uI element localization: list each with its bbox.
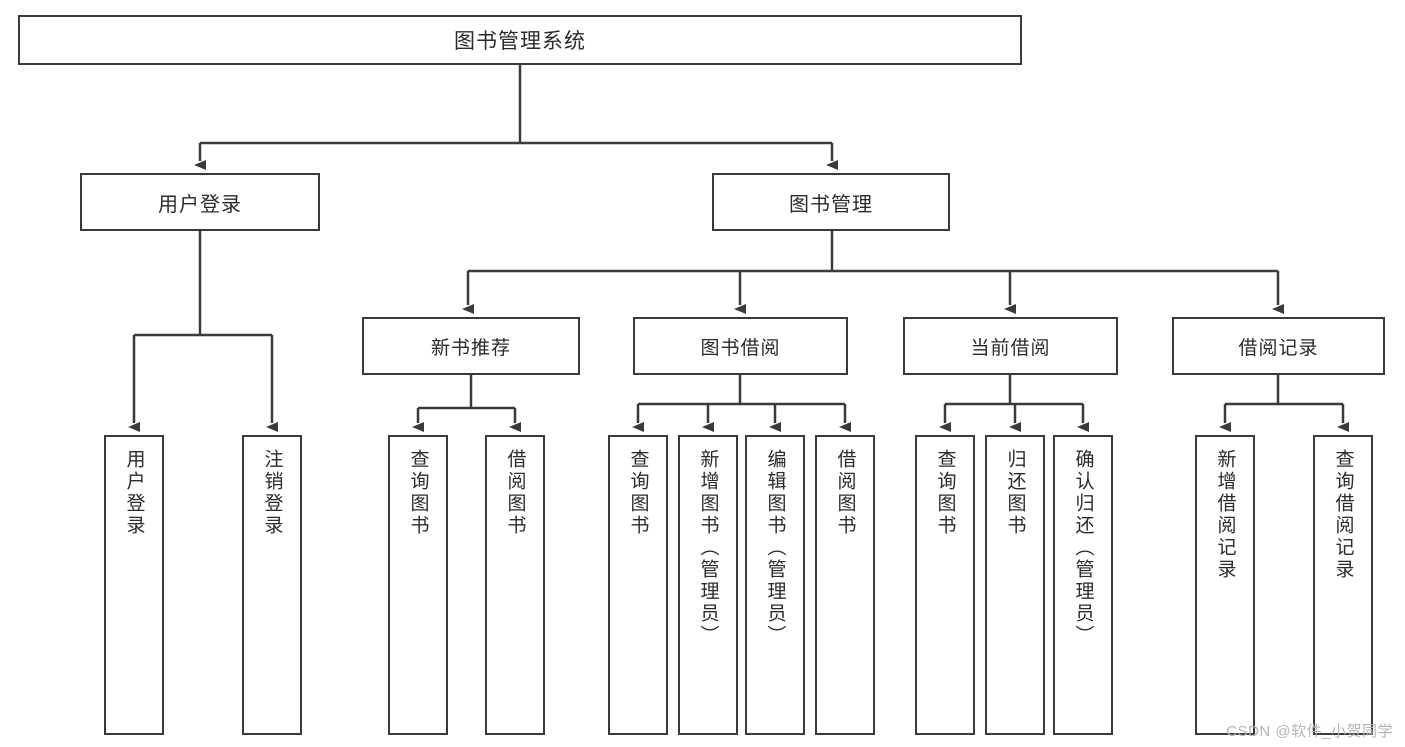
leaf-node[interactable]: 查询图书 [608,435,668,735]
node-book-borrow-label: 图书借阅 [700,337,781,359]
node-borrow-records[interactable]: 借阅记录 [1172,317,1385,375]
node-root-label: 图书管理系统 [454,30,586,53]
leaf-node-label: 查询借阅记录 [1332,449,1354,581]
leaf-node[interactable]: 归还图书 [985,435,1045,735]
leaf-node[interactable]: 注销登录 [242,435,302,735]
node-user-login[interactable]: 用户登录 [80,173,320,231]
leaf-node-label: 用户登录 [123,449,145,537]
leaf-node[interactable]: 新增图书（管理员） [678,435,738,735]
node-new-book-recommend[interactable]: 新书推荐 [362,317,580,375]
node-borrow-records-label: 借阅记录 [1238,337,1319,359]
leaf-node[interactable]: 确认归还（管理员） [1053,435,1113,735]
leaf-node[interactable]: 查询图书 [915,435,975,735]
leaf-node-label: 新增借阅记录 [1214,449,1236,581]
leaf-node[interactable]: 查询图书 [388,435,448,735]
node-user-login-label: 用户登录 [158,193,242,216]
node-book-management[interactable]: 图书管理 [712,173,950,231]
leaf-node-label: 查询图书 [407,449,429,537]
node-current-borrow-label: 当前借阅 [970,337,1051,359]
leaf-node[interactable]: 借阅图书 [485,435,545,735]
leaf-node[interactable]: 查询借阅记录 [1313,435,1373,735]
node-book-management-label: 图书管理 [789,193,873,216]
leaf-node-label: 归还图书 [1004,449,1026,537]
leaf-node-label: 注销登录 [261,449,283,537]
leaf-node[interactable]: 编辑图书（管理员） [745,435,805,735]
leaf-node-label: 确认归还（管理员） [1072,449,1094,647]
leaf-node[interactable]: 用户登录 [104,435,164,735]
leaf-node-label: 借阅图书 [834,449,856,537]
node-book-borrow[interactable]: 图书借阅 [633,317,848,375]
node-current-borrow[interactable]: 当前借阅 [903,317,1118,375]
leaf-node[interactable]: 借阅图书 [815,435,875,735]
leaf-node-label: 新增图书（管理员） [697,449,719,647]
leaf-node-label: 编辑图书（管理员） [764,449,786,647]
leaf-node-label: 查询图书 [934,449,956,537]
leaf-node-label: 借阅图书 [504,449,526,537]
csdn-watermark: CSDN @软件_小贺同学 [1226,723,1393,740]
node-new-book-recommend-label: 新书推荐 [430,337,511,359]
leaf-node[interactable]: 新增借阅记录 [1195,435,1255,735]
node-root[interactable]: 图书管理系统 [18,15,1022,65]
leaf-node-label: 查询图书 [627,449,649,537]
